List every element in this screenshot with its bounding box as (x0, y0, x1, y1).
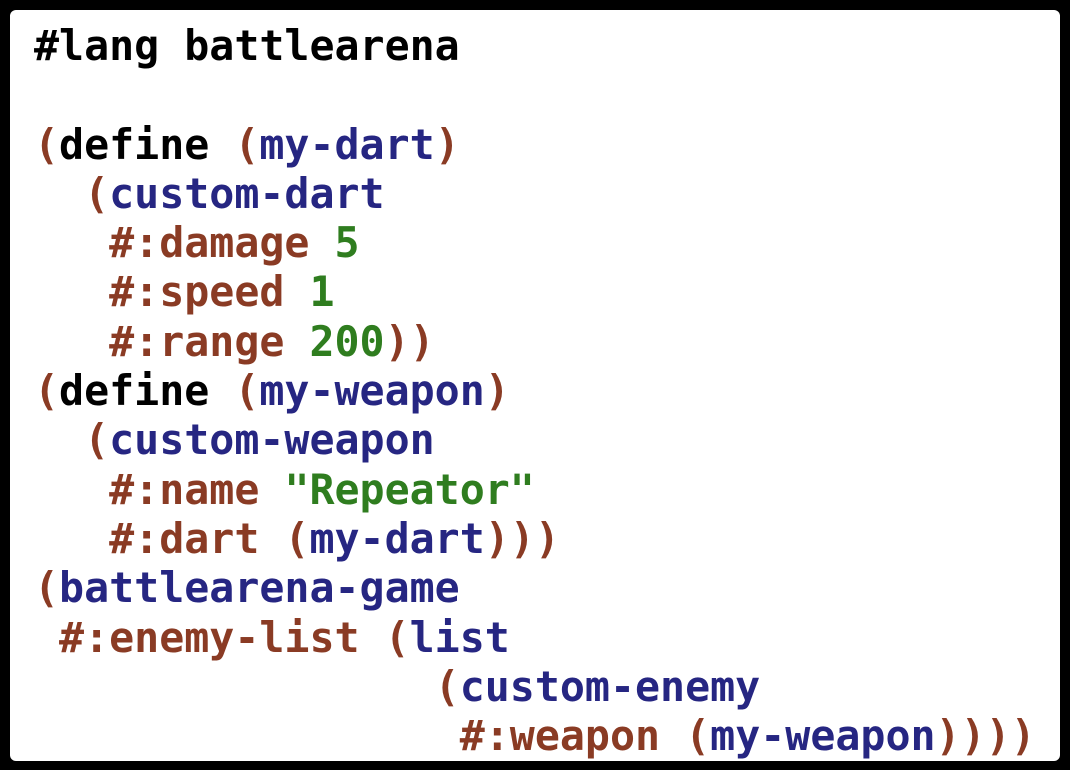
code-token: #:damage (109, 218, 310, 268)
code-token: battlearena-game (59, 563, 460, 613)
code-token (34, 662, 435, 711)
code-token: custom-weapon (109, 415, 435, 465)
code-token (34, 218, 109, 267)
code-token: ( (685, 711, 711, 761)
code-token (660, 711, 685, 760)
code-line: #:enemy-list (list (34, 613, 1036, 662)
code-token: #:dart (109, 513, 260, 563)
code-token: ( (84, 168, 110, 218)
code-token: #:range (109, 316, 285, 366)
code-token: ) (434, 119, 460, 169)
code-token: my-dart (259, 119, 435, 169)
code-token (34, 465, 109, 514)
code-token (259, 514, 284, 563)
code-token: #:enemy-list (59, 612, 360, 662)
code-token: custom-enemy (459, 661, 761, 711)
code-token: 200 (309, 316, 385, 366)
code-token: ( (34, 563, 60, 613)
code-token: define (59, 119, 210, 169)
code-token: ( (34, 366, 60, 416)
code-token (284, 267, 309, 316)
code-token: )))) (935, 711, 1036, 761)
code-line: (custom-enemy (34, 662, 1036, 711)
code-line: #lang battlearena (34, 21, 1036, 70)
code-token: #:weapon (459, 711, 661, 761)
code-line: #:damage 5 (34, 218, 1036, 267)
code-token: my-weapon (259, 366, 485, 416)
code-token (34, 711, 460, 760)
code-token: 5 (334, 218, 360, 268)
code-token (34, 415, 84, 464)
code-panel: #lang battlearena(define (my-dart) (cust… (10, 10, 1060, 761)
code-token (34, 267, 109, 316)
code-token: ))) (484, 513, 560, 563)
code-editor: #lang battlearena(define (my-dart) (cust… (34, 21, 1036, 760)
code-token: "Repeator" (284, 464, 535, 514)
code-token (360, 613, 385, 662)
code-token: define (59, 366, 210, 416)
code-token: ( (234, 119, 260, 169)
code-token (34, 169, 84, 218)
code-line: (custom-weapon (34, 415, 1036, 464)
code-token (259, 465, 284, 514)
code-token: ( (384, 612, 410, 662)
code-token (309, 218, 334, 267)
code-token: #:speed (109, 267, 285, 317)
code-token (34, 317, 109, 366)
code-token: ( (234, 366, 260, 416)
code-token (34, 613, 59, 662)
code-token (209, 366, 234, 415)
code-token: )) (384, 316, 435, 366)
code-token (284, 317, 309, 366)
code-token: custom-dart (109, 168, 385, 218)
code-token: my-weapon (710, 711, 936, 761)
code-token (209, 120, 234, 169)
code-line (34, 70, 1036, 119)
code-token: #:name (109, 464, 260, 514)
code-token: 1 (309, 267, 335, 317)
code-token (34, 514, 109, 563)
code-line: (custom-dart (34, 169, 1036, 218)
code-token: ( (284, 513, 310, 563)
code-line: (define (my-dart) (34, 120, 1036, 169)
code-token: #lang battlearena (34, 21, 460, 70)
code-line: (define (my-weapon) (34, 366, 1036, 415)
code-line: (battlearena-game (34, 563, 1036, 612)
code-token: ( (34, 119, 60, 169)
code-line: #:speed 1 (34, 267, 1036, 316)
code-line: #:range 200)) (34, 317, 1036, 366)
code-token: ) (484, 366, 510, 416)
code-token: list (409, 612, 510, 662)
code-line: #:weapon (my-weapon)))) (34, 711, 1036, 760)
code-token: ( (84, 415, 110, 465)
code-token: my-dart (309, 513, 485, 563)
code-line: #:name "Repeator" (34, 465, 1036, 514)
code-line: #:dart (my-dart))) (34, 514, 1036, 563)
code-token: ( (434, 661, 460, 711)
